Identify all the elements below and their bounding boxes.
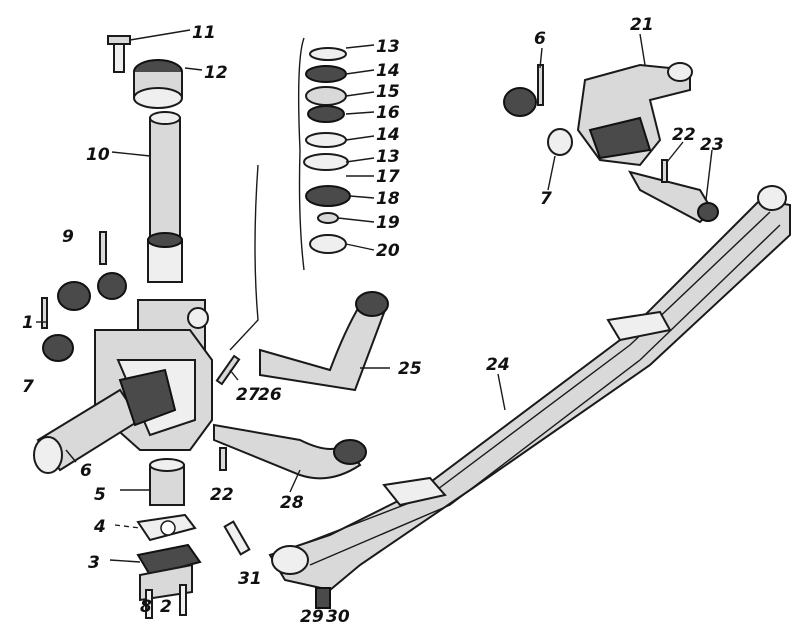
callout-8: 8 [140, 597, 152, 617]
callout-23: 23 [700, 135, 724, 155]
callout-30: 30 [326, 607, 350, 625]
callout-5: 5 [94, 485, 106, 505]
callout-17: 17 [376, 167, 400, 187]
steering-arm-part-25 [259, 291, 389, 392]
nut-part-8 [503, 64, 544, 117]
steering-arm-part-28 [213, 423, 367, 480]
bushing-part-5 [149, 458, 185, 506]
tie-rod-end-part-23 [627, 159, 719, 224]
callout-labels: 11 12 10 13 14 15 16 14 13 17 18 19 20 9… [22, 15, 724, 625]
callout-9: 9 [62, 227, 74, 247]
callout-6-left: 6 [80, 461, 92, 481]
callout-10: 10 [86, 145, 110, 165]
axle-beam-part-24 [268, 185, 791, 609]
callout-31: 31 [238, 569, 262, 589]
steering-knuckle [33, 299, 213, 474]
callout-12: 12 [204, 63, 228, 83]
callout-26: 26 [258, 385, 282, 405]
callout-1: 1 [22, 313, 34, 333]
callout-25: 25 [398, 359, 422, 379]
pin-part-26-27 [215, 354, 241, 386]
callout-13b: 13 [376, 147, 400, 167]
callout-14b: 14 [376, 125, 400, 145]
gasket-part-4 [136, 513, 197, 542]
callout-4: 4 [93, 517, 106, 537]
callout-7-left: 7 [22, 377, 34, 397]
nut-part-7-right [547, 128, 573, 156]
callout-3: 3 [88, 553, 100, 573]
callout-18: 18 [376, 189, 400, 209]
seal-stack-13-20 [229, 37, 351, 351]
callout-7-right: 7 [540, 189, 552, 209]
nut-part-7-left [41, 297, 74, 362]
callout-15: 15 [376, 82, 400, 102]
callout-22-right: 22 [672, 125, 696, 145]
callout-2: 2 [160, 597, 172, 617]
callout-24: 24 [486, 355, 510, 375]
bolt-part-11 [107, 35, 131, 73]
callout-27a: 27 [236, 385, 260, 405]
callout-13: 13 [376, 37, 400, 57]
pin-part-22-left [219, 447, 227, 471]
callout-29: 29 [300, 607, 324, 625]
callout-28: 28 [280, 493, 304, 513]
callout-8-right: 6 [534, 29, 546, 49]
nut-part-9 [57, 231, 127, 311]
steering-arm-part-21 [576, 62, 693, 167]
callout-16: 16 [376, 103, 400, 123]
callout-14a: 14 [376, 61, 400, 81]
callout-21: 21 [630, 15, 654, 35]
callout-22-left: 22 [210, 485, 234, 505]
cover-part-3 [136, 543, 202, 619]
cap-part-12 [133, 59, 183, 109]
spring-part-31 [223, 520, 251, 556]
callout-20: 20 [376, 241, 400, 261]
leader-lines [36, 29, 713, 563]
callout-11: 11 [192, 23, 216, 43]
callout-19: 19 [376, 213, 400, 233]
king-pin-part-10 [147, 111, 183, 283]
